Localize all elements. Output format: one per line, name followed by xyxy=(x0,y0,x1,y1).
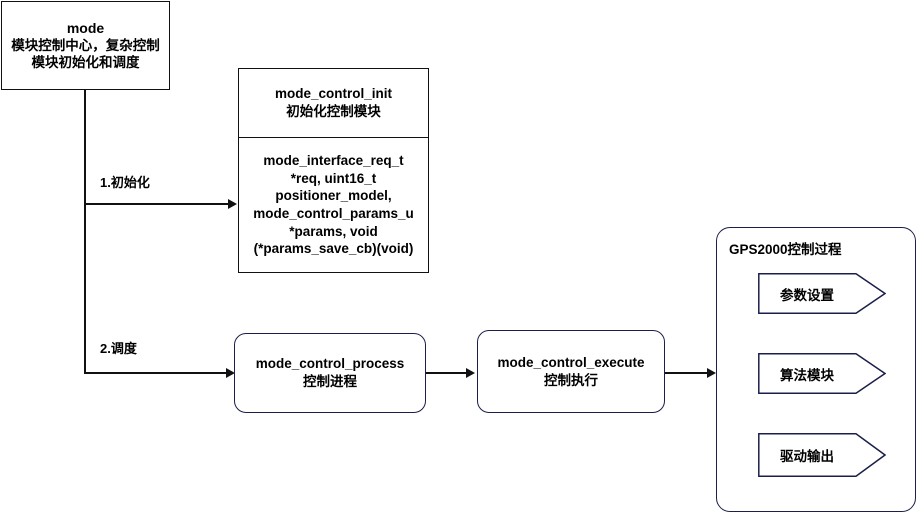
connector-trunk-vertical xyxy=(84,90,86,374)
arrowhead-process-execute xyxy=(466,368,475,378)
connector-process-execute xyxy=(426,372,468,374)
node-mode[interactable]: mode 模块控制中心，复杂控制模块初始化和调度 xyxy=(1,1,170,90)
arrowhead-execute-gps xyxy=(707,368,716,378)
node-mode-control-init-name: mode_control_init xyxy=(274,86,392,102)
gps-step-算法模块[interactable]: 算法模块 xyxy=(758,353,886,394)
connector-schedule-horizontal xyxy=(84,372,228,374)
gps-step-label: 参数设置 xyxy=(780,287,834,303)
container-gps2000[interactable]: GPS2000控制过程 参数设置 算法模块 驱动输出 xyxy=(716,227,916,512)
chevron-shape-icon xyxy=(758,273,886,314)
node-mode-control-process-name: mode_control_process xyxy=(255,356,405,372)
node-mode-control-execute-subtitle: 控制执行 xyxy=(544,372,598,388)
connector-execute-gps xyxy=(665,372,709,374)
node-mode-control-process[interactable]: mode_control_process 控制进程 xyxy=(234,333,426,413)
node-mode-control-process-subtitle: 控制进程 xyxy=(303,374,357,389)
gps-step-参数设置[interactable]: 参数设置 xyxy=(758,273,886,314)
connector-init-horizontal xyxy=(84,203,230,205)
node-mode-control-execute-name: mode_control_execute xyxy=(497,354,645,370)
gps-step-驱动输出[interactable]: 驱动输出 xyxy=(758,433,886,477)
gps-step-label: 算法模块 xyxy=(780,367,834,383)
node-mode-control-init-body: mode_interface_req_t *req, uint16_t posi… xyxy=(239,138,428,272)
chevron-shape-icon xyxy=(758,353,886,394)
node-mode-control-init-header: mode_control_init 初始化控制模块 xyxy=(239,69,428,138)
node-mode-title: mode xyxy=(66,20,105,36)
arrowhead-schedule xyxy=(226,368,235,378)
gps-step-label: 驱动输出 xyxy=(780,449,834,464)
node-mode-description: 模块控制中心，复杂控制模块初始化和调度 xyxy=(11,38,160,70)
edge-label-init: 1.初始化 xyxy=(100,175,150,190)
node-mode-control-init[interactable]: mode_control_init 初始化控制模块 mode_interface… xyxy=(238,68,429,273)
node-mode-control-init-signature: mode_interface_req_t *req, uint16_t posi… xyxy=(253,153,414,257)
chevron-shape-icon xyxy=(758,433,886,477)
node-mode-control-execute[interactable]: mode_control_execute 控制执行 xyxy=(477,330,665,413)
container-gps2000-title: GPS2000控制过程 xyxy=(729,242,842,257)
edge-label-schedule: 2.调度 xyxy=(100,341,137,356)
arrowhead-init xyxy=(228,199,237,209)
node-mode-control-init-subtitle: 初始化控制模块 xyxy=(286,104,381,119)
